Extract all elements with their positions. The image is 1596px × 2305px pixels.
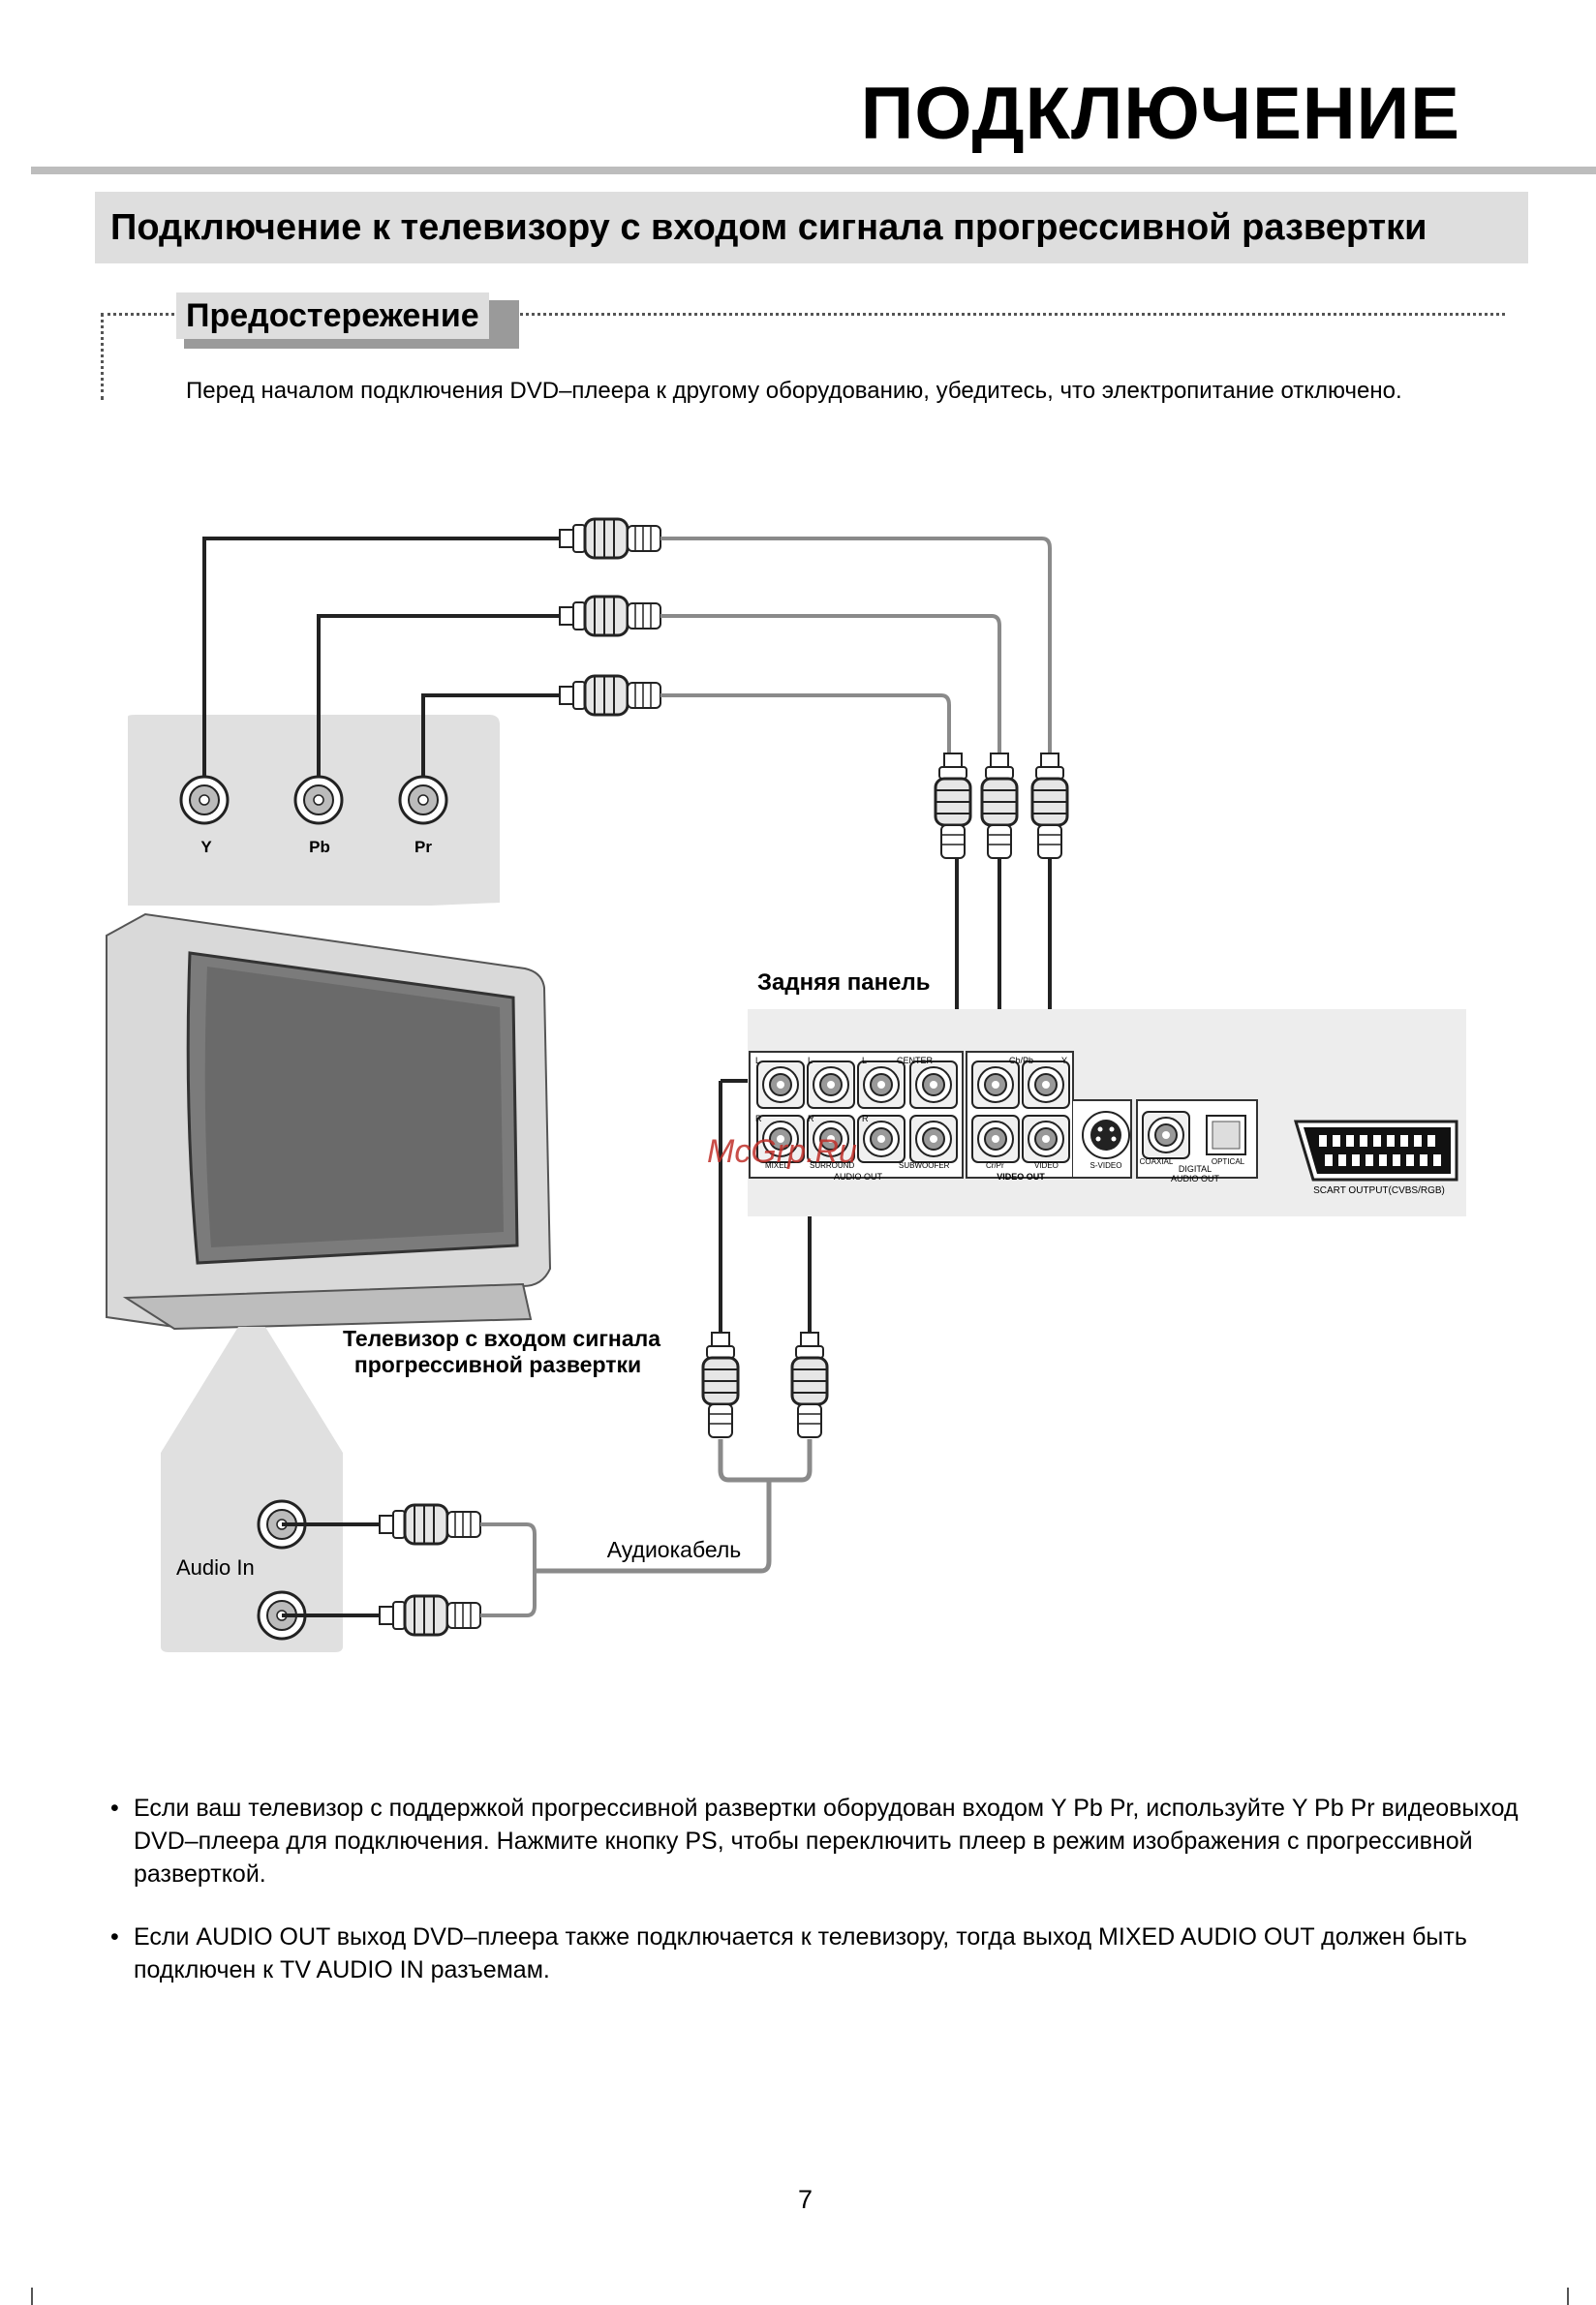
note-item: Если ваш телевизор с поддержкой прогресс… [110, 1792, 1534, 1890]
pr-cable-plug [558, 674, 662, 717]
connection-diagram: Y Pb Pr Телевизор с входом сигнала прогр… [106, 517, 1466, 1652]
pb-player-plug [980, 752, 1019, 860]
audio-cable-plug-right [378, 1594, 482, 1637]
panel-label-center: CENTER [897, 1056, 934, 1065]
panel-label-scart: SCART OUTPUT(CVBS/RGB) [1313, 1185, 1445, 1196]
tv-set [106, 912, 552, 1331]
y-cable-black [202, 537, 560, 777]
pb-cable-black [317, 614, 560, 777]
jack-center [909, 1060, 958, 1109]
panel-label-l3: L [862, 1056, 867, 1065]
panel-label-y: Y [1061, 1056, 1067, 1065]
panel-label-r1: R [755, 1114, 762, 1123]
jack-l [857, 1060, 905, 1109]
panel-label-surround: SURROUND [810, 1161, 854, 1170]
panel-label-r3: R [862, 1114, 869, 1123]
page-number: 7 [798, 2185, 813, 2214]
optical-jack [1206, 1115, 1246, 1155]
title-rule [31, 167, 1596, 174]
y-input-label: Y [200, 838, 212, 856]
margin-tick-left [31, 2288, 33, 2305]
audio-input-panel [161, 1327, 343, 1652]
y-input-jack [179, 775, 230, 825]
panel-label-l2: L [808, 1056, 813, 1065]
coaxial-jack [1142, 1111, 1190, 1159]
panel-label-digital-audio-out: AUDIO OUT [1171, 1174, 1220, 1183]
section-header-bar [95, 192, 1528, 263]
panel-label-digital: DIGITAL [1179, 1164, 1212, 1174]
caution-dotted-side [101, 313, 104, 400]
panel-label-crpr: Cr/Pr [986, 1161, 1004, 1170]
pb-cable-plug [558, 595, 662, 637]
pr-player-plug [934, 752, 972, 860]
page-title: ПОДКЛЮЧЕНИЕ [860, 73, 1460, 155]
jack-cbpb [971, 1060, 1020, 1109]
jack-mixed-l [756, 1060, 805, 1109]
audio-cable-label: Аудиокабель [607, 1537, 742, 1562]
audio-cable-plug-left [378, 1503, 482, 1546]
panel-label-subwoofer: SUBWOOFER [899, 1161, 950, 1170]
audio-in-label: Audio In [176, 1555, 255, 1580]
caution-label: Предостережение [176, 292, 489, 339]
jack-surround-l [807, 1060, 855, 1109]
panel-label-coaxial: COAXIAL [1140, 1157, 1174, 1166]
pb-input-jack [293, 775, 344, 825]
pb-input-label: Pb [309, 838, 330, 856]
panel-label-audio-out: AUDIO OUT [834, 1172, 883, 1182]
panel-label-l1: L [755, 1056, 760, 1065]
note-item: Если AUDIO OUT выход DVD–плеера также по… [110, 1921, 1534, 1986]
pr-cable-black [421, 693, 560, 777]
panel-label-video-out: VIDEO OUT [997, 1172, 1045, 1182]
jack-subwoofer [909, 1115, 958, 1163]
tv-label-line2: прогрессивной развертки [354, 1352, 641, 1377]
jack-video [1022, 1115, 1070, 1163]
caution-dotted-border [101, 313, 1505, 316]
rear-panel-label: Задняя панель [757, 969, 930, 996]
y-player-plug [1030, 752, 1069, 860]
pr-input-label: Pr [414, 838, 432, 856]
panel-label-svideo: S-VIDEO [1090, 1161, 1122, 1170]
tv-label-line1: Телевизор с входом сигнала [343, 1326, 660, 1351]
notes-list: Если ваш телевизор с поддержкой прогресс… [110, 1792, 1534, 2016]
panel-label-r2: R [808, 1114, 814, 1123]
panel-label-optical: OPTICAL [1212, 1157, 1245, 1166]
caution-text: Перед началом подключения DVD–плеера к д… [186, 378, 1402, 404]
watermark: McGrp.Ru [707, 1133, 857, 1170]
margin-tick-right [1567, 2288, 1569, 2305]
panel-label-video: VIDEO [1034, 1161, 1059, 1170]
svideo-jack [1082, 1111, 1130, 1159]
section-title: Подключение к телевизору с входом сигнал… [110, 207, 1427, 248]
panel-label-mixed: MIXED [765, 1161, 790, 1170]
scart-connector [1293, 1120, 1458, 1182]
jack-crpr [971, 1115, 1020, 1163]
pr-input-jack [398, 775, 448, 825]
jack-y [1022, 1060, 1070, 1109]
y-cable-plug [558, 517, 662, 560]
audio-player-plug-right [790, 1331, 829, 1439]
audio-player-plug-left [701, 1331, 740, 1439]
panel-label-cbpb: Cb/Pb [1009, 1056, 1033, 1065]
